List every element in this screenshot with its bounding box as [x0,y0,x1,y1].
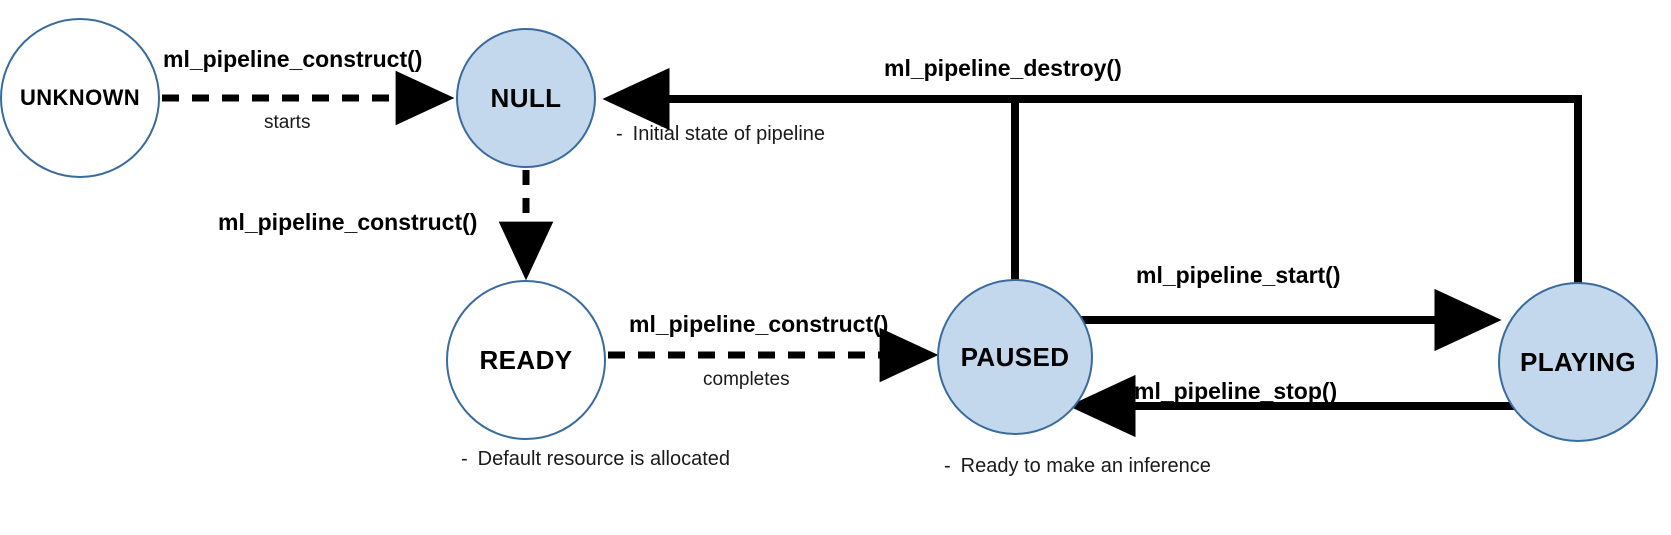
edge-label-construct-unknown-null: ml_pipeline_construct() [163,46,423,72]
state-label-null: NULL [490,82,562,113]
note-text: Default resource is allocated [477,448,731,470]
state-label-playing: PLAYING [1520,346,1636,377]
state-node-playing[interactable]: PLAYING [1498,282,1658,442]
note-dash: - [461,448,468,470]
edge-label-destroy: ml_pipeline_destroy() [884,55,1122,81]
state-node-null[interactable]: NULL [456,28,596,168]
state-label-paused: PAUSED [960,341,1070,372]
state-node-ready[interactable]: READY [446,280,606,440]
note-dash: - [944,455,951,477]
note-text: Ready to make an inference [960,455,1211,477]
state-label-unknown: UNKNOWN [19,85,141,110]
edge-sublabel-starts: starts [264,112,311,133]
note-text: Initial state of pipeline [632,123,826,145]
note-ready-state: -Default resource is allocated [461,448,730,471]
edge-label-stop: ml_pipeline_stop() [1134,378,1338,404]
edge-label-construct-null-ready: ml_pipeline_construct() [218,209,478,235]
edge-label-construct-ready-paused: ml_pipeline_construct() [629,311,889,337]
state-node-paused[interactable]: PAUSED [937,279,1093,435]
note-dash: - [616,123,623,145]
note-null-state: -Initial state of pipeline [616,123,825,146]
state-label-ready: READY [479,344,573,375]
state-node-unknown[interactable]: UNKNOWN [0,18,160,178]
edge-label-start: ml_pipeline_start() [1136,262,1341,288]
note-paused-state: -Ready to make an inference [944,455,1211,478]
edge-sublabel-completes: completes [703,369,790,390]
